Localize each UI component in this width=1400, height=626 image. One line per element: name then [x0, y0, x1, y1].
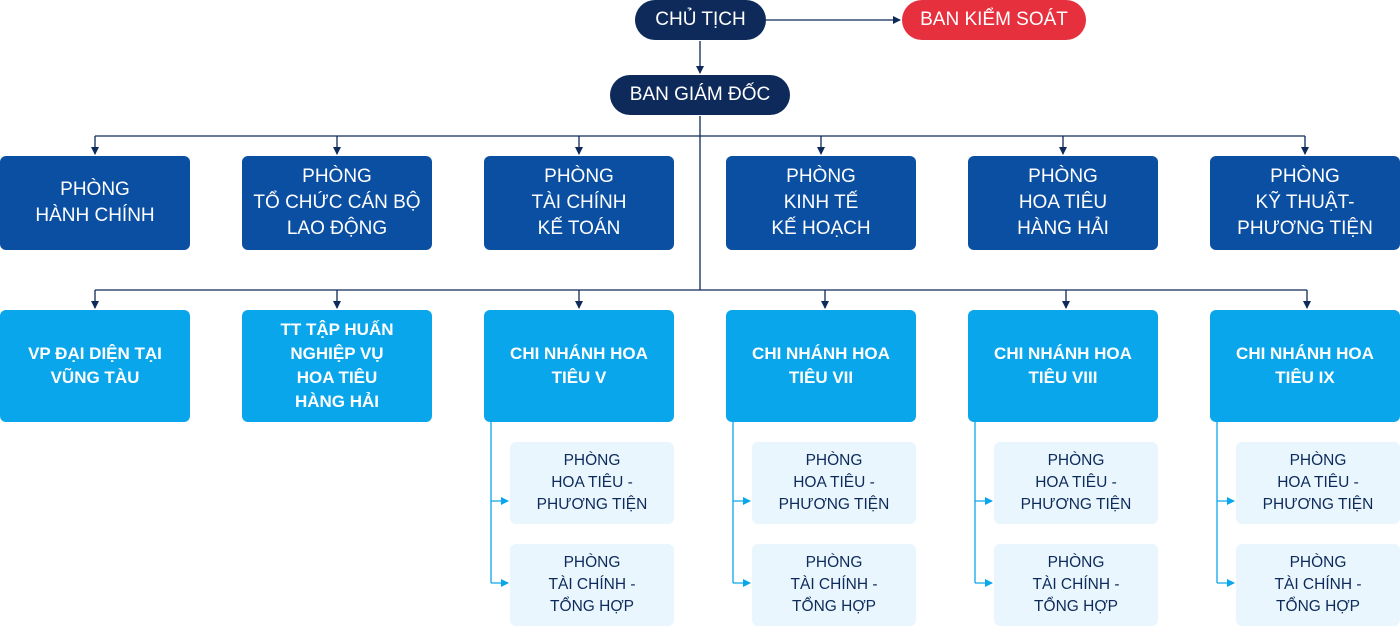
supervisory-board-label: BAN KIỂM SOÁT — [920, 9, 1068, 30]
subunit-label: PHÒNG HOA TIÊU - PHƯƠNG TIỆN — [778, 452, 890, 513]
branch-ix-pilot-vehicle-office: PHÒNG HOA TIÊU - PHƯƠNG TIỆN — [1236, 442, 1400, 524]
unit-label: TT TẬP HUẤN NGHIỆP VỤ HOA TIÊU HÀNG HẢI — [280, 320, 394, 411]
unit-label: CHI NHÁNH HOA TIÊU VIII — [994, 344, 1132, 387]
subunit-label: PHÒNG TÀI CHÍNH - TỔNG HỢP — [548, 554, 636, 615]
unit-label: CHI NHÁNH HOA TIÊU V — [510, 344, 648, 387]
unit-vung-tau-office: VP ĐẠI DIỆN TẠI VŨNG TÀU — [0, 310, 190, 422]
branch-v-pilot-vehicle-office: PHÒNG HOA TIÊU - PHƯƠNG TIỆN — [510, 442, 674, 524]
subunit-label: PHÒNG HOA TIÊU - PHƯƠNG TIỆN — [1020, 452, 1132, 513]
department-technical: PHÒNG KỸ THUẬT- PHƯƠNG TIỆN — [1210, 156, 1400, 250]
department-administration: PHÒNG HÀNH CHÍNH — [0, 156, 190, 250]
unit-training-center: TT TẬP HUẤN NGHIỆP VỤ HOA TIÊU HÀNG HẢI — [242, 310, 432, 422]
unit-branch-vii: CHI NHÁNH HOA TIÊU VII — [726, 310, 916, 422]
department-label: PHÒNG TỔ CHỨC CÁN BỘ LAO ĐỘNG — [253, 166, 421, 239]
department-pilotage: PHÒNG HOA TIÊU HÀNG HẢI — [968, 156, 1158, 250]
subunit-label: PHÒNG HOA TIÊU - PHƯƠNG TIỆN — [536, 452, 648, 513]
department-label: PHÒNG KỸ THUẬT- PHƯƠNG TIỆN — [1237, 166, 1373, 239]
branch-ix-finance-office: PHÒNG TÀI CHÍNH - TỔNG HỢP — [1236, 544, 1400, 626]
branch-viii-finance-office: PHÒNG TÀI CHÍNH - TỔNG HỢP — [994, 544, 1158, 626]
subunit-label: PHÒNG TÀI CHÍNH - TỔNG HỢP — [790, 554, 878, 615]
department-planning: PHÒNG KINH TẾ KẾ HOẠCH — [726, 156, 916, 250]
unit-label: VP ĐẠI DIỆN TẠI VŨNG TÀU — [28, 344, 162, 387]
department-personnel: PHÒNG TỔ CHỨC CÁN BỘ LAO ĐỘNG — [242, 156, 432, 250]
subunit-label: PHÒNG TÀI CHÍNH - TỔNG HỢP — [1032, 554, 1120, 615]
chairman-node: CHỦ TỊCH — [635, 0, 766, 40]
unit-branch-v: CHI NHÁNH HOA TIÊU V — [484, 310, 674, 422]
unit-branch-ix: CHI NHÁNH HOA TIÊU IX — [1210, 310, 1400, 422]
unit-label: CHI NHÁNH HOA TIÊU VII — [752, 344, 890, 387]
branch-v-finance-office: PHÒNG TÀI CHÍNH - TỔNG HỢP — [510, 544, 674, 626]
chairman-label: CHỦ TỊCH — [655, 9, 746, 30]
board-of-directors-node: BAN GIÁM ĐỐC — [610, 75, 790, 115]
unit-label: CHI NHÁNH HOA TIÊU IX — [1236, 344, 1374, 387]
subunit-label: PHÒNG HOA TIÊU - PHƯƠNG TIỆN — [1262, 452, 1374, 513]
supervisory-board-node: BAN KIỂM SOÁT — [902, 0, 1086, 40]
department-label: PHÒNG HOA TIÊU HÀNG HẢI — [1017, 166, 1109, 239]
unit-branch-viii: CHI NHÁNH HOA TIÊU VIII — [968, 310, 1158, 422]
department-finance: PHÒNG TÀI CHÍNH KẾ TOÁN — [484, 156, 674, 250]
branch-viii-pilot-vehicle-office: PHÒNG HOA TIÊU - PHƯƠNG TIỆN — [994, 442, 1158, 524]
branch-vii-pilot-vehicle-office: PHÒNG HOA TIÊU - PHƯƠNG TIỆN — [752, 442, 916, 524]
subunit-label: PHÒNG TÀI CHÍNH - TỔNG HỢP — [1274, 554, 1362, 615]
department-label: PHÒNG HÀNH CHÍNH — [35, 179, 155, 226]
branch-vii-finance-office: PHÒNG TÀI CHÍNH - TỔNG HỢP — [752, 544, 916, 626]
department-label: PHÒNG KINH TẾ KẾ HOẠCH — [771, 166, 871, 239]
board-of-directors-label: BAN GIÁM ĐỐC — [629, 84, 771, 105]
department-label: PHÒNG TÀI CHÍNH KẾ TOÁN — [531, 166, 627, 239]
